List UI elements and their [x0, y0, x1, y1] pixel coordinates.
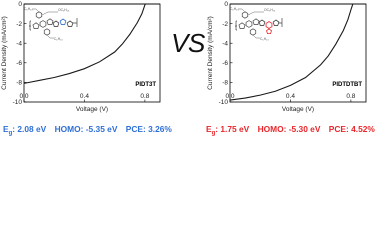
repeat-bracket	[235, 20, 237, 31]
alkyl-chain	[32, 8, 40, 13]
x-axis-title: Voltage (V)	[282, 106, 314, 113]
pce-pidtdtbt: PCE: 4.52%	[328, 124, 375, 134]
alkoxy-chain	[41, 11, 58, 16]
x-tick-label: 0.8	[140, 93, 149, 100]
properties-pidt3t: Eg: 2.08 eV HOMO: -5.35 eV PCE: 3.26%	[3, 124, 178, 138]
thiophene-ring	[32, 22, 40, 29]
jv-chart-pidtdtbt: C₆H₁₃ C₆H₁₃ OC₆H₁₃ 0 -2 -4 -6 -8 -100.0 0.4 0.8Vol…	[207, 1, 367, 113]
vs-label: VS	[171, 28, 205, 58]
polymer-label: PIDTDTBT	[332, 82, 362, 88]
thiophene-ring	[258, 19, 266, 26]
benzene-ring	[245, 20, 253, 28]
y-axis-title: Current Density (mA/cm²)	[207, 16, 214, 90]
thiophene-ring	[59, 18, 67, 25]
jv-curve	[230, 4, 354, 101]
polymer-structure: C₆H₁₃ C₆H₁₃ OC₆H₁₃	[230, 7, 283, 41]
chain-label: OC₆H₁₃	[264, 8, 276, 12]
y-tick-label: -2	[222, 21, 228, 28]
thiophene-ring	[252, 18, 260, 25]
x-tick-label: 0.8	[346, 93, 355, 100]
y-tick-label: -2	[16, 21, 22, 28]
aryl-ring	[241, 11, 249, 19]
bandgap-pidtdtbt: Eg: 1.75 eV	[206, 124, 250, 137]
plot-frame	[23, 3, 161, 103]
plot-frame	[229, 3, 367, 103]
y-tick-label: -4	[16, 40, 22, 47]
y-tick-label: -6	[16, 60, 22, 67]
y-axis-title: Current Density (mA/cm²)	[1, 16, 8, 90]
alkyl-chain	[252, 34, 260, 39]
alkyl-chain	[238, 8, 246, 13]
chain-label: OC₆H₁₃	[58, 8, 70, 12]
properties-pidtdtbt: Eg: 1.75 eV HOMO: -5.30 eV PCE: 4.52%	[206, 124, 378, 138]
y-tick-label: -6	[222, 60, 228, 67]
thiophene-ring	[272, 19, 280, 26]
y-tick-label: -10	[219, 99, 229, 106]
thiophene-ring	[52, 20, 60, 27]
pce-pidt3t: PCE: 3.26%	[125, 124, 172, 134]
y-tick-label: -8	[16, 80, 22, 87]
repeat-bracket	[73, 18, 78, 27]
aryl-ring	[35, 11, 43, 19]
aryl-ring	[43, 28, 51, 36]
thiophene-ring	[238, 22, 246, 29]
bandgap-pidt3t: Eg: 2.08 eV	[3, 124, 47, 137]
benzene-ring	[39, 20, 47, 28]
benzothiadiazole-ring	[265, 21, 273, 29]
chain-label: C₆H₁₃	[54, 37, 63, 41]
jv-curve	[24, 4, 146, 84]
alkoxy-chain	[247, 11, 264, 16]
thiophene-ring	[66, 20, 74, 27]
chain-label: C₆H₁₃	[24, 7, 33, 11]
repeat-bracket	[29, 20, 31, 31]
polymer-structure: C₆H₁₃ C₆H₁₃ OC₆H₁₃	[24, 7, 78, 41]
x-axis-title: Voltage (V)	[76, 106, 108, 113]
y-tick-label: -8	[222, 80, 228, 87]
y-tick-label: 0	[224, 1, 228, 8]
y-tick-label: -10	[13, 99, 23, 106]
x-tick-label: 0.0	[19, 93, 28, 100]
x-tick-label: 0.4	[80, 93, 89, 100]
aryl-ring	[249, 28, 257, 36]
repeat-bracket	[279, 18, 283, 27]
chain-label: C₆H₁₃	[230, 7, 239, 11]
jv-chart-pidt3t: C₆H₁₃ C₆H₁₃ OC₆H₁₃ 0 -2 -4 -6 -8 -100.0 0.4 0.8Vol…	[1, 1, 161, 113]
polymer-label: PIDT3T	[135, 82, 156, 88]
y-tick-label: -4	[222, 40, 228, 47]
y-tick-label: 0	[18, 1, 22, 8]
x-tick-label: 0.4	[286, 93, 295, 100]
chain-label: C₆H₁₃	[260, 37, 269, 41]
thiadiazole-ring	[266, 28, 272, 34]
thiophene-ring	[46, 18, 54, 25]
alkyl-chain	[46, 34, 54, 39]
homo-pidt3t: HOMO: -5.35 eV	[54, 124, 118, 134]
homo-pidtdtbt: HOMO: -5.30 eV	[257, 124, 321, 134]
x-tick-label: 0.0	[225, 93, 234, 100]
